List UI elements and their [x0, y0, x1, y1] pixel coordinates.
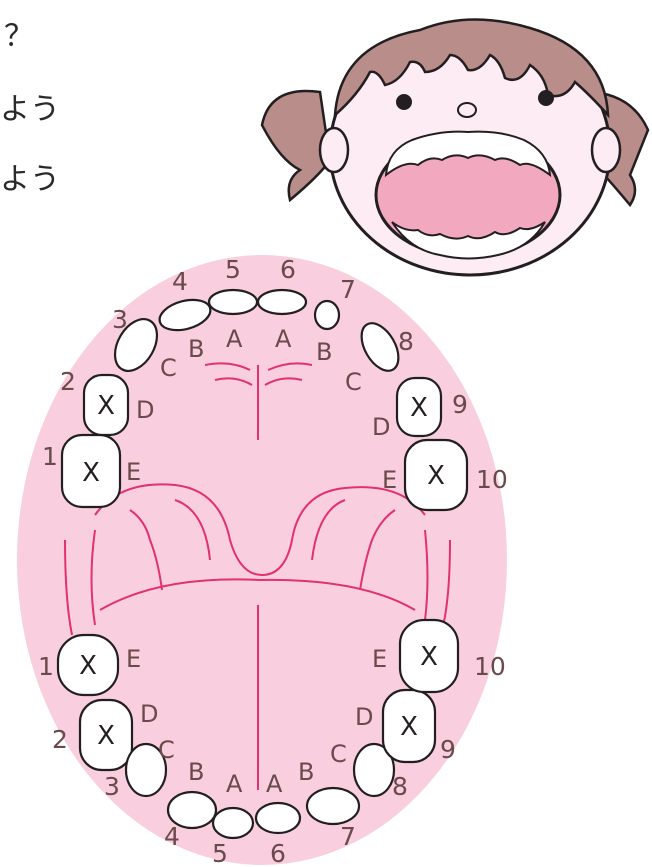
lower-num-2: 2	[52, 725, 68, 754]
upper-num-4: 4	[172, 267, 188, 296]
upper-letter-b-right: B	[316, 338, 332, 366]
upper-letter-e-right: E	[382, 466, 397, 494]
lower-tooth-5	[213, 808, 253, 838]
upper-letter-c-right: C	[345, 368, 362, 396]
lower-letter-c-right: C	[330, 740, 347, 768]
upper-letter-b-left: B	[188, 335, 204, 363]
upper-tooth-1-mark: X	[82, 458, 100, 488]
upper-num-8: 8	[398, 327, 414, 356]
lower-tooth-10-mark: X	[420, 642, 438, 672]
lower-num-1: 1	[38, 652, 54, 681]
lower-tooth-6	[256, 803, 300, 833]
lower-num-8: 8	[392, 772, 408, 801]
lower-tooth-1-mark: X	[79, 651, 97, 681]
upper-tooth-2-mark: X	[97, 391, 115, 421]
upper-num-5: 5	[225, 255, 241, 284]
upper-num-2: 2	[60, 367, 76, 396]
lower-letter-b-right: B	[298, 758, 314, 786]
lower-letter-d-right: D	[355, 703, 373, 731]
lower-num-9: 9	[440, 735, 456, 764]
upper-letter-a-left: A	[226, 325, 243, 353]
lower-letter-c-left: C	[158, 736, 175, 764]
lower-letter-a-left: A	[226, 770, 243, 798]
lower-tooth-2-mark: X	[97, 721, 115, 751]
upper-num-10: 10	[476, 465, 508, 494]
lower-num-6: 6	[270, 839, 286, 867]
upper-tooth-7	[315, 301, 339, 329]
lower-letter-d-left: D	[140, 700, 158, 728]
lower-letter-a-right: A	[266, 770, 283, 798]
upper-tooth-6	[258, 290, 306, 314]
lower-num-7: 7	[340, 822, 356, 851]
lower-num-10: 10	[474, 652, 506, 681]
upper-tooth-9-mark: X	[410, 393, 428, 423]
upper-tooth-5	[209, 290, 257, 314]
lower-num-5: 5	[212, 839, 228, 867]
lower-letter-e-left: E	[126, 645, 141, 673]
lower-letter-e-right: E	[372, 645, 387, 673]
upper-letter-c-left: C	[160, 354, 177, 382]
lower-tooth-9-mark: X	[400, 712, 418, 742]
lower-num-3: 3	[104, 772, 120, 801]
upper-num-1: 1	[42, 442, 58, 471]
upper-letter-d-left: D	[136, 396, 154, 424]
lower-tooth-7	[307, 788, 359, 824]
upper-num-3: 3	[112, 305, 128, 334]
lower-letter-b-left: B	[188, 758, 204, 786]
mouth-background	[17, 255, 507, 865]
lower-num-4: 4	[164, 822, 180, 851]
upper-letter-a-right: A	[275, 325, 292, 353]
upper-num-9: 9	[452, 390, 468, 419]
upper-letter-e-left: E	[126, 458, 141, 486]
upper-tooth-10-mark: X	[427, 461, 445, 491]
upper-letter-d-right: D	[372, 413, 390, 441]
upper-num-7: 7	[340, 275, 356, 304]
upper-num-6: 6	[280, 255, 296, 284]
